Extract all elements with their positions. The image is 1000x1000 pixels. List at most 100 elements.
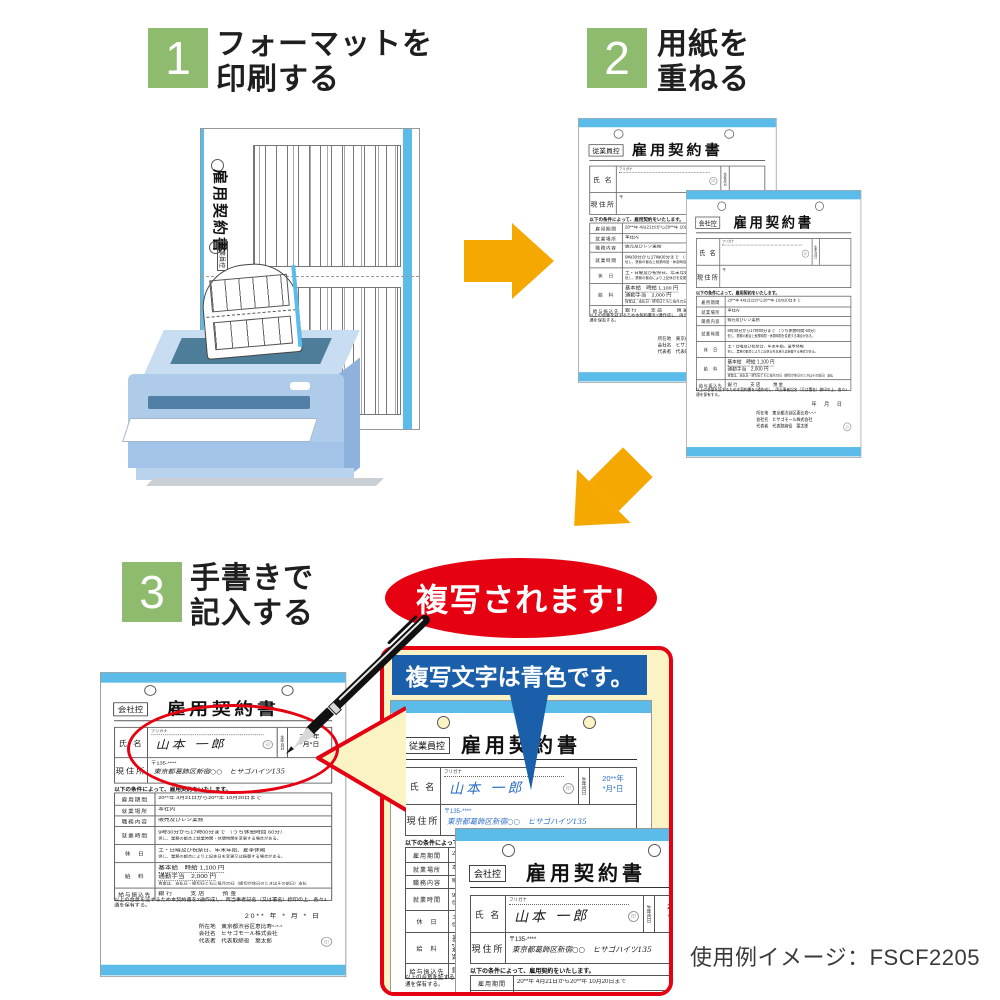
handwritten-address: 東京都葛飾区新宿○○ ヒサゴハイツ135 [447, 817, 587, 826]
row-label: 雇用期間 [697, 296, 726, 307]
name-field: フリガナ印 [617, 166, 721, 192]
form-date: 20** 年 * 月 * 日 [405, 992, 625, 996]
row-value: 20**年 4月21日から20**年 10月20日まで [155, 793, 331, 804]
company-line: 代表者 代表取締役 葉太郎 [198, 939, 273, 945]
row-value: 基本給 時給 1,100 円通勤手当 2,000 円賃金は、支払日・締切日ともに… [155, 863, 331, 888]
row-label: 雇用期間 [590, 223, 623, 234]
name-label: 氏 名 [471, 896, 506, 932]
form-bottom-stripe [100, 964, 346, 976]
row-value-line: 基本給 時給 1,100 円 [158, 865, 225, 873]
row-label: 給与振込先 [590, 305, 623, 316]
seal-mark: 印 [563, 783, 574, 794]
form-title-rule [470, 887, 669, 888]
row-value: 銀行 支店 預金 [725, 380, 850, 390]
step1-number: 1 [165, 32, 191, 84]
handwritten-name: 山本 一郎 [513, 908, 590, 926]
row-label: 職務内容 [590, 243, 623, 252]
row-label: 給与振込先 [406, 964, 449, 978]
company-seal-mark: 印 [843, 422, 852, 432]
company-line: 会社名 ヒサゴモール株式会社 [756, 418, 813, 423]
printer-lower-body [128, 442, 344, 468]
form-top-stripe [686, 190, 861, 200]
address-field: 〒 [720, 266, 850, 288]
step3-heading-line2: 記入する [190, 597, 314, 630]
birth-date-label: 生年月日 [720, 166, 730, 193]
row-label: 就業場所 [471, 991, 514, 992]
birth-line: 20**年 [602, 774, 624, 783]
row-value: 本社内 [623, 234, 765, 243]
row-value: 土・日曜及び祝祭日、年末年始、夏季休暇但し、業務の都合により上記休日を変更又は振… [155, 845, 331, 862]
row-value-line: 但し、業務の都合上就業時間・休憩時間を変更する場合がある。 [624, 260, 724, 265]
punch-hole [209, 241, 222, 254]
address-label: 現住所 [590, 192, 617, 215]
blue-note-pointer [510, 695, 548, 790]
row-value: 土・日曜及び祝祭日、年末年始、夏季休暇但し、業務の都合により上記休日を変更又は振… [725, 342, 850, 357]
row-value: 20**年 4月21日から20**年 10月20日まで [725, 297, 850, 307]
row-value: 土・日曜及び祝祭日、年末年始、夏季休暇但し、業務の都合により上記休日を変更又は振… [623, 268, 765, 283]
form-title-rule [405, 759, 637, 760]
row-label: 就業場所 [115, 805, 156, 816]
row-value: 銀行 支店 預金 [623, 306, 765, 316]
form-title: 雇用契約書 [733, 215, 814, 232]
form-date: 年 月 日 [811, 400, 844, 408]
row-value: 基本給 時給 1,100 円通勤手当 2,000 円賃金は、支払日・締切日ともに… [623, 284, 765, 305]
row-value-line: 本社内 [624, 235, 639, 240]
furigana-label: フリガナ [444, 769, 564, 777]
row-value-line: 賃金は、支払日・締切日ともに毎月25日（締切が休日のときはその前日）支払 [727, 373, 834, 378]
row-label: 休 日 [590, 268, 623, 284]
step3-heading: 手書きで 記入する [190, 561, 314, 631]
step2-heading-line1: 用紙を [657, 28, 750, 61]
row-label: 就業場所 [406, 863, 449, 875]
form-top-stripe [578, 118, 776, 128]
row-value-line: 但し、業務の都合により上記休日を変更又は振替する場合がある。 [727, 350, 818, 354]
address-label: 現住所 [406, 805, 441, 835]
form-copy-badge: 会社控 [113, 702, 148, 717]
row-value-line: 銀行 支店 預金 [727, 382, 785, 388]
row-label: 休 日 [115, 845, 156, 863]
step2-number: 2 [604, 32, 630, 84]
printer-output-tray [122, 418, 318, 442]
address-row: 現住所〒135-****東京都葛飾区新宿○○ ヒサゴハイツ135 [471, 933, 669, 963]
form-bottom-stripe [578, 372, 776, 382]
row-value-line: 本社内 [727, 308, 740, 314]
printer-base [136, 468, 354, 480]
conditions-row: 休 日土・日曜及び祝祭日、年末年始、夏季休暇但し、業務の都合により上記休日を変更… [696, 341, 851, 358]
row-value-line: 通勤手当 2,000 円 [158, 873, 217, 882]
row-value-line: 20**年 4月21日から20**年 10月20日まで [158, 796, 262, 801]
row-value: 販売及びレジ業務 [725, 317, 850, 326]
row-value-line: 20**年 4月21日から20**年 10月20日まで [727, 298, 801, 304]
row-value-line: 販売及びレジ業務 [624, 244, 662, 250]
step1-heading-line1: フォーマットを [216, 28, 433, 61]
row-value-line: 販売及びレジ業務 [158, 818, 204, 824]
form-closing-text: 以上の合意を証するため本契約書を2通作成し、両当事者記名（又は署名）捺印の上、各… [589, 313, 761, 324]
row-label: 職務内容 [697, 316, 726, 326]
row-label: 給与振込先 [115, 888, 156, 900]
conditions-row: 給 料基本給 時給 1,100 円通勤手当 2,000 円賃金は、支払日・締切日… [115, 863, 332, 889]
row-value-line: 賃金は、支払日・締切日ともに毎月25日（締切が休日のときはその前日）支払 [158, 881, 307, 886]
punch-hole [144, 685, 157, 696]
printer-illustration [122, 326, 384, 486]
step2-heading: 用紙を 重ねる [657, 27, 750, 97]
postal-code: 〒135-**** [444, 809, 472, 815]
form-date: 20** 年 * 月 * 日 [244, 912, 321, 920]
punch-hole [437, 716, 450, 729]
name-label: 氏 名 [590, 166, 617, 193]
address-label: 現住所 [697, 265, 721, 288]
row-value-line: 銀行 支店 預金 [624, 308, 690, 314]
perforation-line [201, 276, 419, 277]
row-label: 雇用期間 [471, 976, 514, 990]
blue-ink-note-text: 複写文字は青色です。 [405, 664, 634, 690]
row-value: 基本給 時給 1,100 円通勤手当 2,000 円賃金は、支払日・締切日ともに… [725, 358, 850, 380]
conditions-row: 休 日土・日曜及び祝祭日、年末年始、夏季休暇但し、業務の都合により上記休日を変更… [590, 268, 765, 284]
